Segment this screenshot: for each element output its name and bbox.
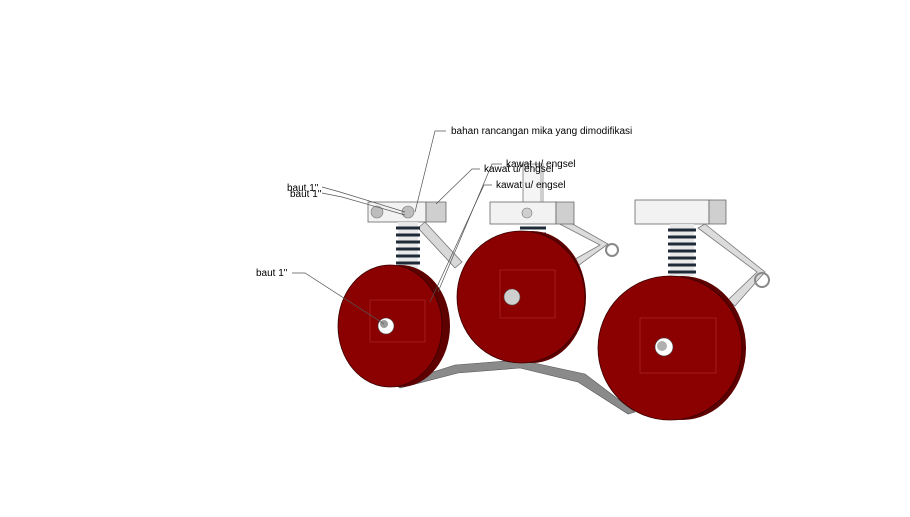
label-mika-material: bahan rancangan mika yang dimodifikasi [451, 126, 633, 137]
wheel-left [337, 264, 450, 388]
coil-spring-left [396, 222, 420, 270]
wheel-middle [456, 230, 586, 364]
hinge-wire-arm-left [417, 221, 463, 269]
label-hinge-wire-a: kawat u/ engsel [506, 159, 576, 170]
wheel-right [597, 275, 746, 421]
track-belt [394, 359, 636, 415]
label-bolt-b: baut 1" [290, 189, 322, 200]
mount-bracket-middle [489, 201, 575, 225]
label-hinge-wire-c: kawat u/ engsel [496, 180, 566, 191]
leader-lines [292, 130, 502, 325]
label-bolt-c: baut 1" [256, 268, 288, 279]
mount-bracket-left [367, 201, 447, 223]
mount-bracket-right [634, 199, 727, 225]
coil-spring-right [668, 224, 696, 276]
label-hinge-wire-b: kawat u/ engsel [484, 164, 554, 175]
label-bolt-a: baut 1" [287, 183, 319, 194]
